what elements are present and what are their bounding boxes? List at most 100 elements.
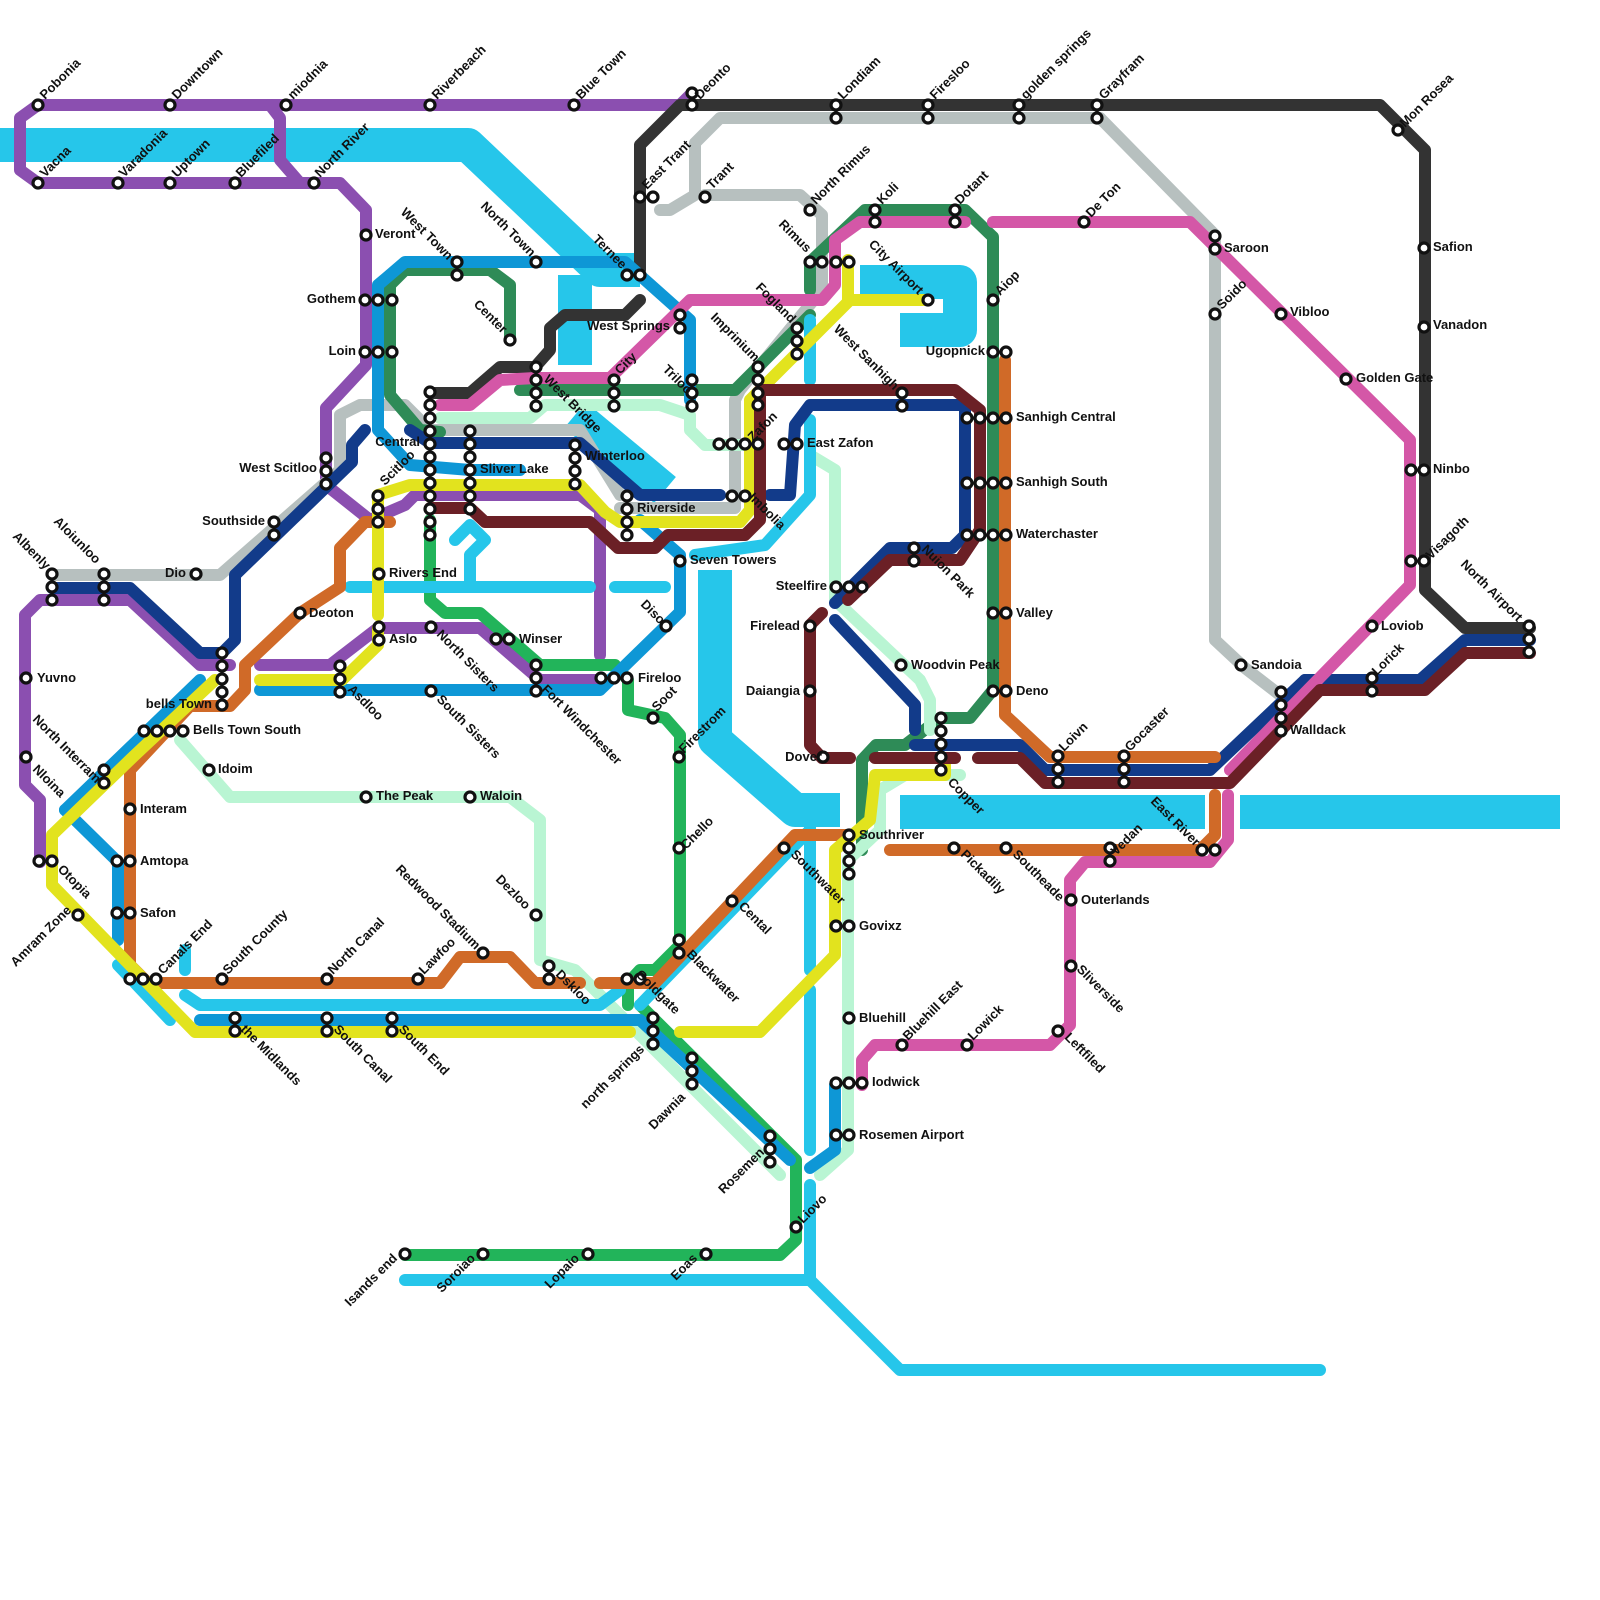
station-marker[interactable] bbox=[934, 750, 948, 764]
station-marker[interactable] bbox=[777, 841, 791, 855]
station-marker[interactable] bbox=[450, 268, 464, 282]
station-marker[interactable] bbox=[359, 228, 373, 242]
station-marker[interactable] bbox=[751, 360, 765, 374]
station-marker[interactable] bbox=[319, 451, 333, 465]
station-marker[interactable] bbox=[1117, 749, 1131, 763]
station-marker[interactable] bbox=[895, 399, 909, 413]
station-marker[interactable] bbox=[685, 386, 699, 400]
station-marker[interactable] bbox=[986, 528, 1000, 542]
station-marker[interactable] bbox=[986, 345, 1000, 359]
station-marker[interactable] bbox=[751, 398, 765, 412]
station-marker[interactable] bbox=[97, 763, 111, 777]
station-marker[interactable] bbox=[829, 111, 843, 125]
station-marker[interactable] bbox=[542, 959, 556, 973]
station-marker[interactable] bbox=[829, 580, 843, 594]
station-marker[interactable] bbox=[123, 854, 137, 868]
station-marker[interactable] bbox=[763, 1155, 777, 1169]
station-marker[interactable] bbox=[568, 451, 582, 465]
station-marker[interactable] bbox=[999, 345, 1013, 359]
station-marker[interactable] bbox=[685, 98, 699, 112]
station-marker[interactable] bbox=[529, 908, 543, 922]
station-marker[interactable] bbox=[1274, 698, 1288, 712]
station-marker[interactable] bbox=[503, 333, 517, 347]
station-marker[interactable] bbox=[1404, 463, 1418, 477]
station-marker[interactable] bbox=[319, 464, 333, 478]
station-marker[interactable] bbox=[371, 489, 385, 503]
station-marker[interactable] bbox=[868, 203, 882, 217]
station-marker[interactable] bbox=[202, 763, 216, 777]
station-marker[interactable] bbox=[45, 854, 59, 868]
station-marker[interactable] bbox=[1274, 685, 1288, 699]
station-marker[interactable] bbox=[333, 659, 347, 673]
station-marker[interactable] bbox=[1391, 123, 1405, 137]
station-marker[interactable] bbox=[358, 293, 372, 307]
station-marker[interactable] bbox=[568, 464, 582, 478]
station-marker[interactable] bbox=[385, 293, 399, 307]
station-marker[interactable] bbox=[620, 528, 634, 542]
station-marker[interactable] bbox=[725, 489, 739, 503]
station-marker[interactable] bbox=[973, 528, 987, 542]
station-marker[interactable] bbox=[450, 255, 464, 269]
station-marker[interactable] bbox=[463, 476, 477, 490]
station-marker[interactable] bbox=[529, 671, 543, 685]
station-marker[interactable] bbox=[45, 580, 59, 594]
station-marker[interactable] bbox=[279, 98, 293, 112]
station-marker[interactable] bbox=[1208, 843, 1222, 857]
station-marker[interactable] bbox=[476, 1247, 490, 1261]
station-marker[interactable] bbox=[97, 567, 111, 581]
station-marker[interactable] bbox=[110, 906, 124, 920]
station-marker[interactable] bbox=[960, 476, 974, 490]
station-marker[interactable] bbox=[215, 659, 229, 673]
station-marker[interactable] bbox=[790, 334, 804, 348]
station-marker[interactable] bbox=[960, 1038, 974, 1052]
station-markers[interactable] bbox=[19, 86, 1536, 1261]
station-marker[interactable] bbox=[986, 293, 1000, 307]
station-marker[interactable] bbox=[948, 203, 962, 217]
station-marker[interactable] bbox=[594, 671, 608, 685]
station-marker[interactable] bbox=[71, 908, 85, 922]
station-marker[interactable] bbox=[685, 1077, 699, 1091]
station-marker[interactable] bbox=[423, 489, 437, 503]
station-marker[interactable] bbox=[32, 854, 46, 868]
station-marker[interactable] bbox=[385, 345, 399, 359]
station-marker[interactable] bbox=[423, 385, 437, 399]
station-marker[interactable] bbox=[999, 606, 1013, 620]
station-marker[interactable] bbox=[228, 1024, 242, 1038]
station-marker[interactable] bbox=[371, 515, 385, 529]
station-marker[interactable] bbox=[385, 1024, 399, 1038]
station-marker[interactable] bbox=[1195, 843, 1209, 857]
station-marker[interactable] bbox=[371, 345, 385, 359]
station-marker[interactable] bbox=[751, 373, 765, 387]
station-marker[interactable] bbox=[1103, 841, 1117, 855]
station-marker[interactable] bbox=[1117, 775, 1131, 789]
station-marker[interactable] bbox=[529, 373, 543, 387]
station-marker[interactable] bbox=[463, 437, 477, 451]
station-marker[interactable] bbox=[986, 606, 1000, 620]
station-marker[interactable] bbox=[999, 684, 1013, 698]
station-marker[interactable] bbox=[149, 972, 163, 986]
station-marker[interactable] bbox=[842, 854, 856, 868]
station-marker[interactable] bbox=[1274, 307, 1288, 321]
station-marker[interactable] bbox=[803, 684, 817, 698]
station-marker[interactable] bbox=[215, 698, 229, 712]
station-marker[interactable] bbox=[1522, 645, 1536, 659]
station-marker[interactable] bbox=[319, 477, 333, 491]
station-marker[interactable] bbox=[1365, 619, 1379, 633]
station-marker[interactable] bbox=[333, 685, 347, 699]
station-marker[interactable] bbox=[320, 1024, 334, 1038]
station-marker[interactable] bbox=[803, 255, 817, 269]
station-marker[interactable] bbox=[1274, 724, 1288, 738]
station-marker[interactable] bbox=[960, 528, 974, 542]
station-marker[interactable] bbox=[607, 671, 621, 685]
station-marker[interactable] bbox=[829, 919, 843, 933]
station-marker[interactable] bbox=[829, 1076, 843, 1090]
station-marker[interactable] bbox=[463, 502, 477, 516]
station-marker[interactable] bbox=[646, 1024, 660, 1038]
station-marker[interactable] bbox=[620, 502, 634, 516]
station-marker[interactable] bbox=[371, 502, 385, 516]
station-marker[interactable] bbox=[423, 476, 437, 490]
station-marker[interactable] bbox=[620, 972, 634, 986]
station-marker[interactable] bbox=[1051, 762, 1065, 776]
station-marker[interactable] bbox=[790, 437, 804, 451]
station-marker[interactable] bbox=[672, 946, 686, 960]
